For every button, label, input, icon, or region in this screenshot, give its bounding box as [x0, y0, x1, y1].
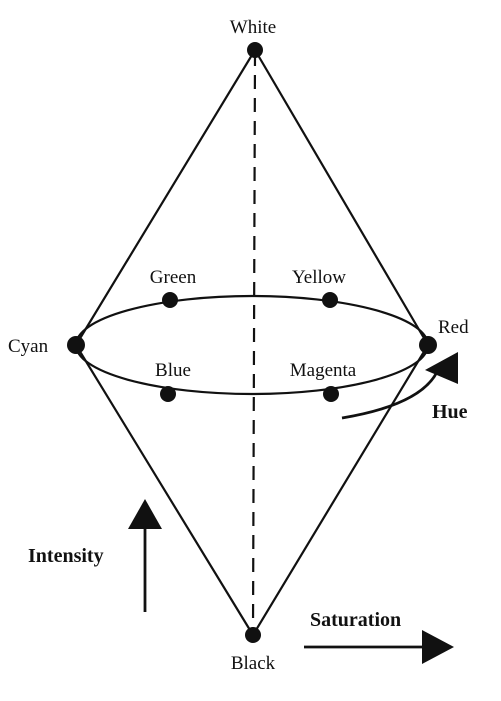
black-label: Black	[231, 653, 276, 674]
cyan-label: Cyan	[8, 336, 49, 357]
blue-label: Blue	[155, 360, 191, 381]
white-label: White	[230, 17, 276, 38]
magenta-label: Magenta	[290, 360, 357, 381]
magenta-point	[323, 386, 339, 402]
edge-black-cyan	[75, 344, 254, 636]
intensity-arrow-head	[128, 499, 162, 529]
yellow-point	[322, 292, 338, 308]
saturation-label: Saturation	[310, 609, 401, 631]
hue-label: Hue	[432, 401, 468, 423]
edge-white-cyan	[75, 49, 256, 346]
hue-circle	[74, 294, 430, 396]
blue-point	[160, 386, 176, 402]
edge-black-red	[252, 344, 429, 636]
red-point	[419, 336, 437, 354]
saturation-arrow-head	[422, 630, 454, 664]
red-label: Red	[438, 317, 469, 338]
intensity-label: Intensity	[28, 545, 104, 567]
white-point	[247, 42, 263, 58]
yellow-label: Yellow	[292, 267, 346, 288]
cyan-point	[67, 336, 85, 354]
hue-arrow-head	[425, 352, 458, 384]
black-point	[245, 627, 261, 643]
hue-arrow-curve	[341, 371, 439, 420]
edge-white-red	[254, 49, 429, 346]
intensity-axis-dashed	[251, 51, 257, 634]
green-label: Green	[150, 267, 197, 288]
green-point	[162, 292, 178, 308]
